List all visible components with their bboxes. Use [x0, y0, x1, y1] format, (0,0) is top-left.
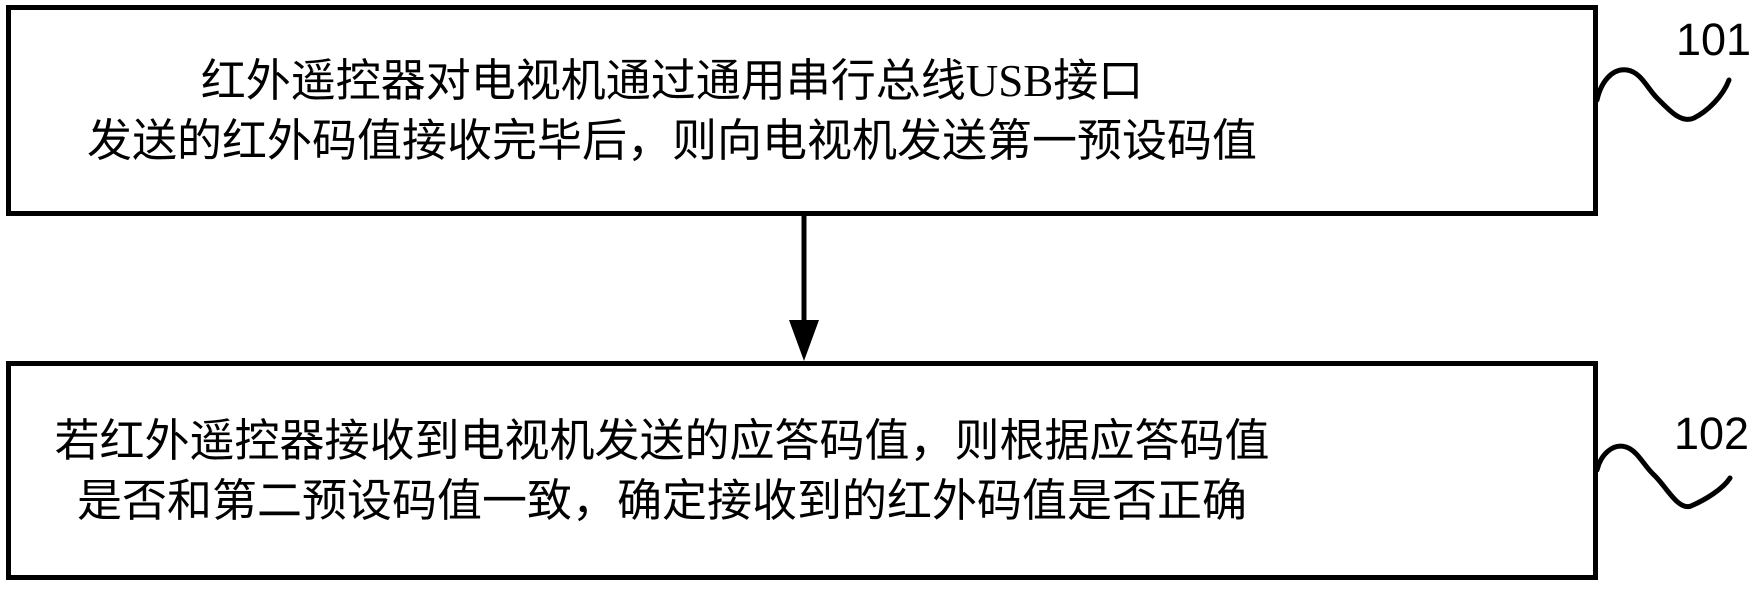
step-101-text-line-2: 发送的红外码值接收完毕后，则向电视机发送第一预设码值	[86, 115, 1257, 166]
process-box-step-101: 红外遥控器对电视机通过通用串行总线USB接口 发送的红外码值接收完毕后，则向电视…	[6, 5, 1598, 216]
step-102-text: 若红外遥控器接收到电视机发送的应答码值，则根据应答码值 是否和第二预设码值一致，…	[54, 411, 1269, 531]
step-102-text-line-2: 是否和第二预设码值一致，确定接收到的红外码值是否正确	[76, 475, 1247, 526]
step-101-text: 红外遥控器对电视机通过通用串行总线USB接口 发送的红外码值接收完毕后，则向电视…	[87, 51, 1257, 171]
flow-arrow-head-icon	[789, 320, 819, 361]
reference-number-101: 101	[1676, 14, 1752, 65]
process-box-step-102: 若红外遥控器接收到电视机发送的应答码值，则根据应答码值 是否和第二预设码值一致，…	[6, 361, 1598, 580]
step-102-text-line-1: 若红外遥控器接收到电视机发送的应答码值，则根据应答码值	[54, 415, 1270, 466]
reference-number-102: 102	[1674, 408, 1750, 459]
step-101-text-line-1: 红外遥控器对电视机通过通用串行总线USB接口	[200, 55, 1144, 106]
reference-squiggle-101	[1594, 67, 1732, 122]
